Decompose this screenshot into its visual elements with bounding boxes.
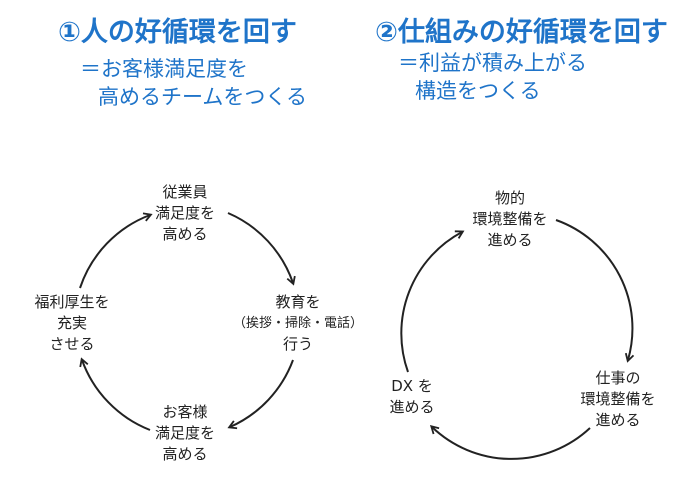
arrow-r-top-to-bottomright (555, 219, 635, 363)
arrow-bottom-to-left (79, 357, 151, 431)
node-line: 教育を (275, 293, 321, 311)
node-line: 満足度を (154, 204, 216, 222)
node-line: 環境整備を (472, 210, 548, 228)
right-subtitle-2: 構造をつくる (415, 79, 541, 103)
node-line: 物的 (494, 189, 526, 207)
arrow-left-to-top (79, 212, 153, 289)
node-line: DX を (391, 377, 433, 395)
arrow-r-bottomright-to-left (429, 425, 591, 460)
node-line: 高める (162, 225, 208, 243)
left-title: ①人の好循環を回す (58, 17, 297, 48)
node-dx: DX を進める (389, 376, 434, 418)
node-line: 充実 (56, 314, 88, 332)
node-customer-satisfaction: お客様満足度を高める (155, 402, 215, 465)
node-welfare: 福利厚生を充実させる (34, 292, 109, 355)
node-line: お客様 (162, 403, 208, 421)
node-line: 環境整備を (580, 390, 656, 408)
arrow-right-to-bottom (227, 359, 294, 430)
node-line: 進める (595, 411, 641, 429)
node-education: 教育を （挨拶・掃除・電話） 行う (233, 292, 363, 355)
node-line: 高める (162, 445, 208, 463)
node-work-environment: 仕事の環境整備を進める (580, 368, 655, 431)
node-line: 行う (282, 335, 314, 353)
node-line: 進める (389, 398, 435, 416)
arrow-top-to-right (227, 212, 296, 286)
node-line: 進める (487, 231, 533, 249)
node-employee-satisfaction: 従業員満足度を高める (155, 182, 215, 245)
node-physical-environment: 物的環境整備を進める (472, 188, 547, 251)
node-line: 仕事の (595, 369, 641, 387)
left-subtitle-1: ＝お客様満足度を (80, 57, 248, 81)
arrow-r-left-to-top (400, 230, 465, 373)
left-subtitle-2: 高めるチームをつくる (98, 85, 307, 109)
right-title: ②仕組みの好循環を回す (375, 17, 668, 48)
node-line: 福利厚生を (34, 293, 110, 311)
node-line: 満足度を (154, 424, 216, 442)
right-subtitle-1: ＝利益が積み上がる (398, 51, 587, 75)
node-line: させる (49, 335, 95, 353)
node-line: 従業員 (162, 183, 208, 201)
node-line: （挨拶・掃除・電話） (232, 316, 364, 331)
